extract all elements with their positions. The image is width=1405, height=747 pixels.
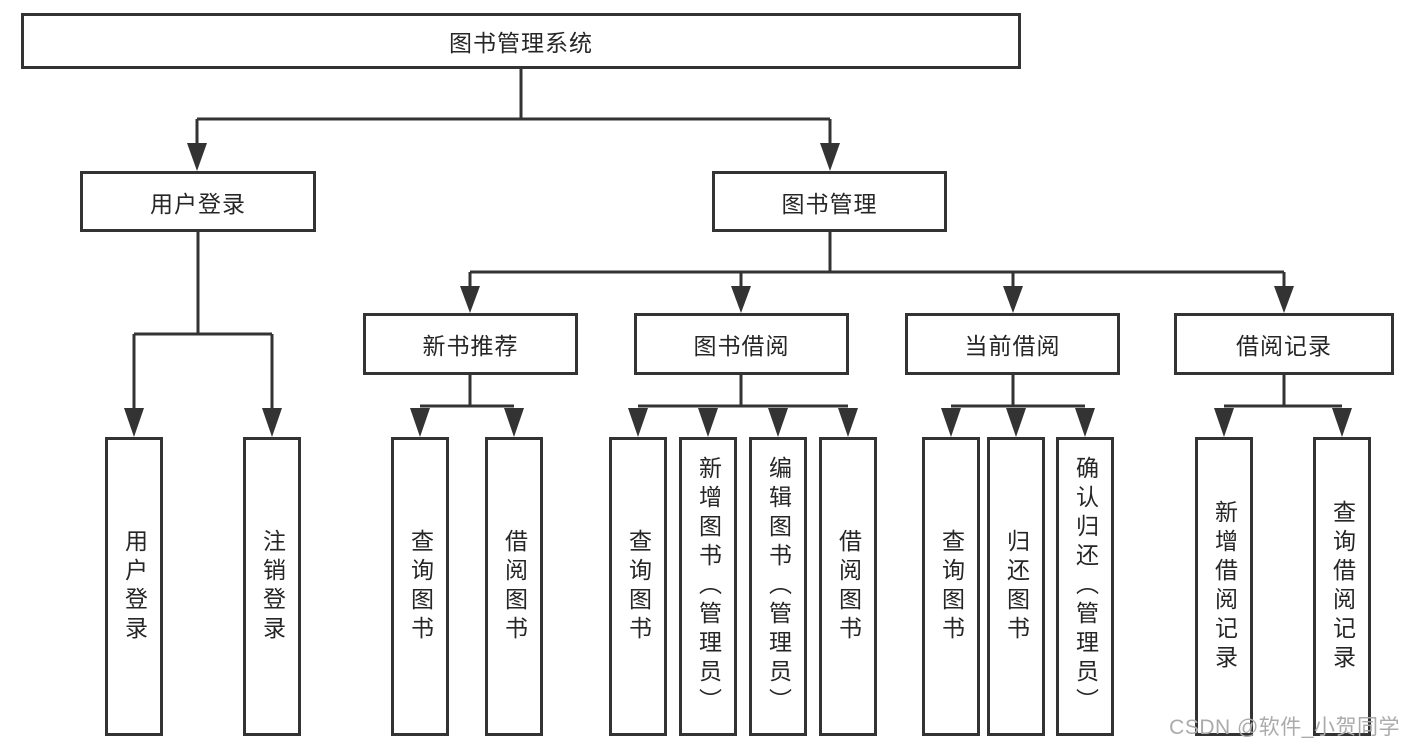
leaf-user-login: 用户登录	[105, 437, 163, 736]
leaf-query-borrow-record: 查询借阅记录	[1313, 437, 1371, 736]
connector-root-to-branches	[195, 68, 832, 146]
arrowhead	[187, 143, 207, 171]
arrowhead	[504, 408, 524, 437]
leaf-edit-books-admin: 编辑图书（管理员）	[749, 437, 807, 736]
arrowhead	[1006, 408, 1026, 437]
leaf-return-books: 归还图书	[987, 437, 1045, 736]
arrowhead	[410, 408, 430, 437]
arrowhead	[941, 408, 961, 437]
node-book-borrowing: 图书借阅	[634, 313, 849, 375]
leaf-confirm-return-admin: 确认归还（管理员）	[1056, 437, 1114, 736]
arrowhead	[628, 408, 648, 437]
arrowhead	[731, 286, 751, 313]
node-library-management-system: 图书管理系统	[21, 13, 1021, 69]
arrowhead	[1332, 408, 1352, 437]
node-borrowing-records: 借阅记录	[1174, 313, 1394, 375]
leaf-query-books-recommend: 查询图书	[391, 437, 449, 736]
leaf-query-books-current: 查询图书	[922, 437, 980, 736]
connector-user-login-to-leaves	[132, 232, 274, 412]
node-new-book-recommendation: 新书推荐	[363, 313, 578, 375]
leaf-query-books-borrowing: 查询图书	[609, 437, 667, 736]
csdn-watermark: CSDN @软件_小贺同学	[1169, 716, 1400, 739]
connector-modules-to-leaves	[420, 375, 1342, 408]
leaf-add-borrow-record: 新增借阅记录	[1195, 437, 1253, 736]
connector-book-management-to-modules	[468, 232, 1286, 289]
leaf-logout: 注销登录	[243, 437, 301, 736]
arrowhead	[1214, 408, 1234, 437]
leaf-borrow-books-recommend: 借阅图书	[485, 437, 543, 736]
arrowhead	[820, 143, 840, 171]
arrowhead	[1274, 286, 1294, 313]
arrowhead	[698, 408, 718, 437]
arrowhead	[838, 408, 858, 437]
arrowhead	[262, 408, 282, 437]
arrowhead	[1075, 408, 1095, 437]
arrowhead	[124, 408, 144, 437]
leaf-add-books-admin: 新增图书（管理员）	[679, 437, 737, 736]
arrowhead	[768, 408, 788, 437]
arrowhead	[460, 286, 480, 313]
leaf-borrow-books: 借阅图书	[819, 437, 877, 736]
node-book-management: 图书管理	[712, 171, 947, 232]
arrowhead	[1003, 286, 1023, 313]
node-user-login: 用户登录	[80, 171, 316, 232]
arrowheads	[124, 143, 1352, 437]
node-current-borrowing: 当前借阅	[905, 313, 1120, 375]
